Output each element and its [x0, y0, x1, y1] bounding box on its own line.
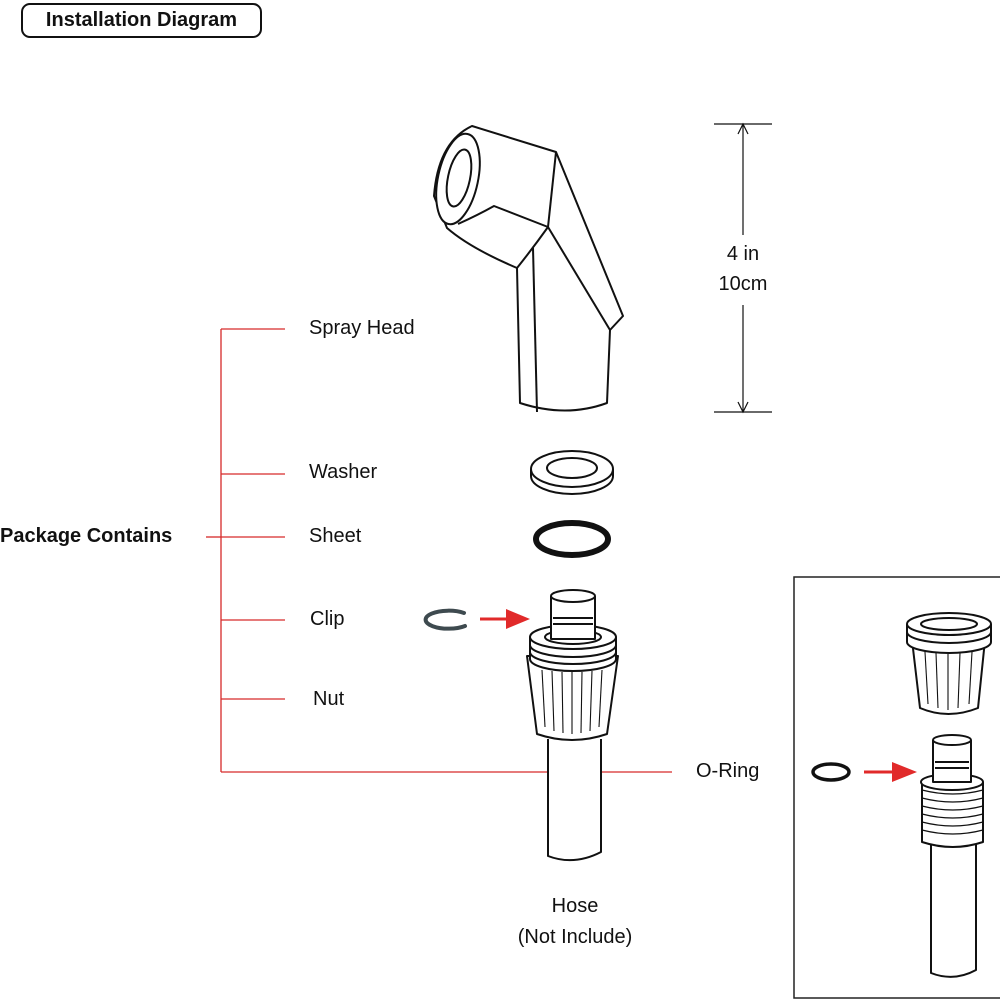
dimension-imperial-label: 4 in — [726, 243, 760, 265]
sheet-label: Sheet — [309, 525, 362, 547]
clip-illustration — [423, 608, 467, 631]
diagram-title: Installation Diagram — [21, 3, 262, 38]
height-dimension — [714, 122, 772, 414]
package-contains-label: Package Contains — [0, 525, 173, 547]
washer-illustration — [530, 450, 614, 495]
inset-hose-illustration — [920, 734, 984, 978]
inset-o-ring — [811, 762, 851, 782]
nut-label: Nut — [313, 688, 345, 710]
o-ring-arrow — [864, 762, 917, 782]
hose-label: Hose — [551, 895, 599, 917]
spray-head-illustration — [433, 125, 624, 413]
connector-and-nut-illustration — [526, 589, 619, 862]
sheet-illustration — [533, 520, 611, 558]
clip-label: Clip — [310, 608, 345, 630]
hose-note-label: (Not Include) — [517, 926, 633, 948]
o-ring-label: O-Ring — [696, 760, 760, 782]
inset-nut-illustration — [906, 612, 992, 715]
washer-label: Washer — [309, 461, 378, 483]
dimension-metric-label: 10cm — [718, 273, 768, 295]
spray-head-label: Spray Head — [309, 317, 415, 339]
clip-arrow — [480, 609, 530, 629]
